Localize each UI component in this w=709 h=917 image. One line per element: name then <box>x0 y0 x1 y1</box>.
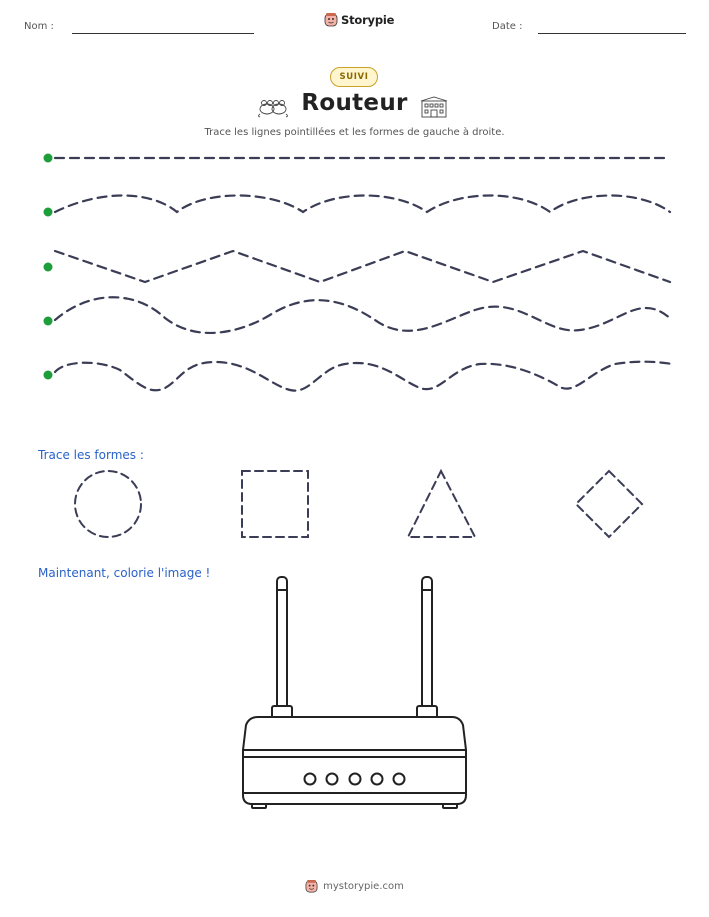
pair-of-mice-icon <box>258 100 288 118</box>
date-write-line[interactable] <box>538 33 686 34</box>
trace-circle[interactable] <box>74 470 142 538</box>
building-icon <box>420 96 448 118</box>
footer: mystorypie.com <box>0 880 709 893</box>
trace-line-wave-1[interactable] <box>53 194 672 214</box>
brand-name: Storypie <box>341 13 395 27</box>
trace-line-wave-3[interactable] <box>53 360 674 392</box>
tracing-shapes <box>74 468 644 539</box>
router-led <box>303 772 317 786</box>
name-write-line[interactable] <box>72 33 254 34</box>
storypie-logo-icon <box>305 880 318 893</box>
router-led <box>325 772 339 786</box>
trace-line-zigzag[interactable] <box>53 249 672 284</box>
trace-line-wave-2[interactable] <box>53 296 674 334</box>
router-antenna-right <box>421 576 433 718</box>
instructions: Trace les lignes pointillées et les form… <box>204 127 505 138</box>
start-dot <box>43 207 53 217</box>
coloring-section-label: Maintenant, colorie l'image ! <box>38 566 211 580</box>
trace-square[interactable] <box>241 470 309 538</box>
router-coloring-image[interactable] <box>0 0 709 820</box>
name-label: Nom : <box>24 21 54 32</box>
trace-triangle[interactable] <box>406 468 477 538</box>
shapes-section-label: Trace les formes : <box>38 448 144 462</box>
router-antenna-left <box>276 576 288 718</box>
start-dot <box>43 316 53 326</box>
start-dot <box>43 153 53 163</box>
date-label: Date : <box>492 21 523 32</box>
page-title: Routeur <box>301 90 408 116</box>
tracing-lines <box>43 153 674 392</box>
start-dot <box>43 262 53 272</box>
router-led <box>392 772 406 786</box>
router-led <box>348 772 362 786</box>
activity-badge: SUIVI <box>330 67 378 87</box>
start-dot <box>43 370 53 380</box>
brand-logo: Storypie <box>324 13 394 27</box>
storypie-logo-icon <box>324 13 338 27</box>
footer-website[interactable]: mystorypie.com <box>323 881 404 892</box>
router-body-top <box>242 716 467 751</box>
trace-diamond[interactable] <box>574 469 644 539</box>
router-led <box>370 772 384 786</box>
